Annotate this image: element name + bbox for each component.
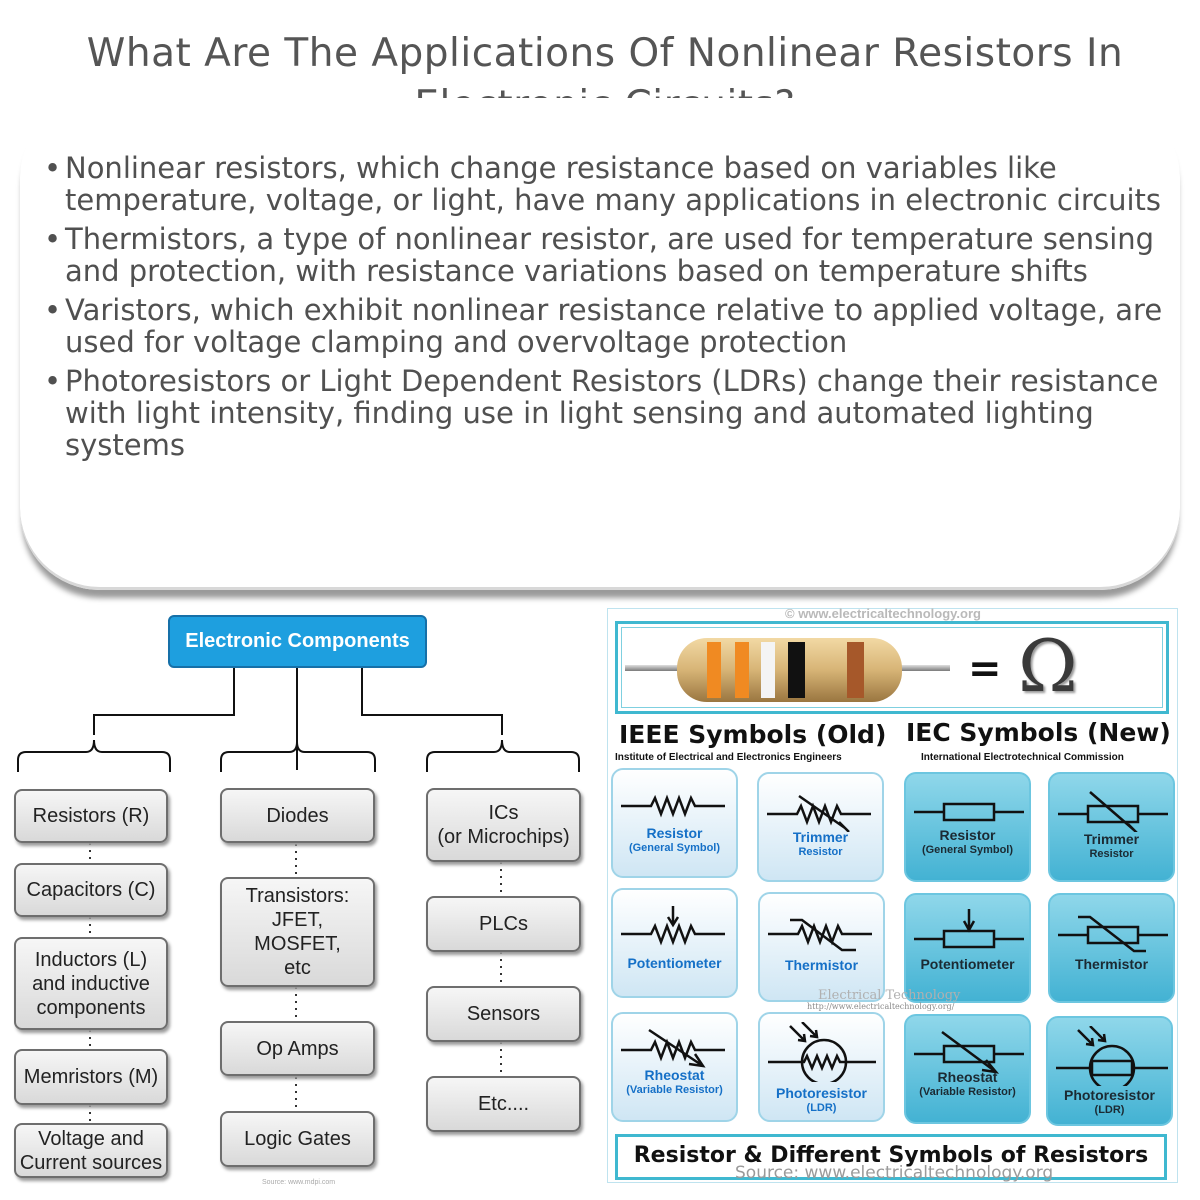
node-etc: Etc.... [426, 1076, 581, 1132]
tile-sub: Resistor [798, 846, 843, 858]
tile-sub: Resistor [1089, 848, 1134, 860]
ieee-rheostat-tile: Rheostat(Variable Resistor) [611, 1012, 738, 1122]
rheostat-symbol-icon [621, 1028, 725, 1068]
tile-name: Resistor [939, 827, 996, 843]
resistor-symbol-icon [621, 794, 725, 818]
tile-sub: (General Symbol) [921, 844, 1014, 856]
iec-resistor-tile: Resistor(General Symbol) [904, 772, 1031, 882]
components-tree-diagram: Electronic Components Resistors (R) Capa… [0, 600, 600, 1200]
tile-name: Trimmer [1083, 831, 1140, 847]
tile-sub: (LDR) [806, 1102, 837, 1114]
bullet-list: Nonlinear resistors, which change resist… [44, 152, 1169, 468]
ieee-title: IEEE Symbols (Old) [619, 720, 887, 749]
thermistor-symbol-icon [768, 918, 872, 952]
ieee-thermistor-tile: Thermistor [758, 892, 885, 1002]
equals-sign: = [968, 646, 1002, 692]
rheostat-block-icon [914, 1030, 1024, 1074]
omega-symbol: Ω [1018, 624, 1078, 708]
tree-source: Source: www.mdpi.com [262, 1179, 336, 1186]
node-inductors: Inductors (L) and inductive components [14, 937, 168, 1030]
potentiometer-block-icon [914, 909, 1024, 949]
bullet-item: Varistors, which exhibit nonlinear resis… [44, 294, 1169, 358]
node-diodes: Diodes [220, 788, 375, 843]
node-plcs: PLCs [426, 896, 581, 952]
resistor-image [625, 638, 950, 702]
tile-name: Rheostat [644, 1067, 705, 1083]
ieee-photoresistor-tile: Photoresistor(LDR) [758, 1012, 885, 1122]
watermark-url: http://www.electricaltechnology.org/ [807, 1002, 955, 1011]
photoresistor-block-icon [1056, 1026, 1168, 1086]
tile-sub: (Variable Resistor) [626, 1084, 723, 1096]
iec-photoresistor-tile: Photoresistor(LDR) [1046, 1016, 1173, 1126]
trimmer-block-icon [1058, 791, 1168, 832]
node-logic-gates: Logic Gates [220, 1111, 375, 1167]
node-ics: ICs (or Microchips) [426, 788, 581, 862]
tile-name: Rheostat [937, 1069, 998, 1085]
tile-sub: (Variable Resistor) [919, 1086, 1016, 1098]
tile-name: Photoresistor [1063, 1087, 1155, 1103]
watermark-middle: Electrical Technology [818, 988, 961, 1003]
iec-potentiometer-tile: Potentiometer [904, 893, 1031, 1003]
tile-name: Photoresistor [775, 1085, 867, 1101]
footer-source: Source: www.electricaltechnology.org [735, 1163, 1054, 1183]
iec-subtitle: International Electrotechnical Commissio… [921, 752, 1124, 763]
node-sensors: Sensors [426, 986, 581, 1042]
tile-name: Potentiometer [627, 955, 722, 971]
iec-thermistor-tile: Thermistor [1048, 893, 1175, 1003]
node-sources: Voltage and Current sources [14, 1123, 168, 1178]
bullet-item: Thermistors, a type of nonlinear resisto… [44, 223, 1169, 287]
thermistor-block-icon [1058, 915, 1168, 953]
bullet-item: Photoresistors or Light Dependent Resist… [44, 365, 1169, 461]
ieee-resistor-tile: Resistor(General Symbol) [611, 768, 738, 878]
iec-rheostat-tile: Rheostat(Variable Resistor) [904, 1014, 1031, 1124]
potentiometer-symbol-icon [621, 906, 725, 946]
ieee-subtitle: Institute of Electrical and Electronics … [615, 752, 842, 763]
tree-connectors [17, 668, 580, 1122]
resistor-block-icon [914, 802, 1024, 822]
ieee-potentiometer-tile: Potentiometer [611, 888, 738, 998]
bullet-item: Nonlinear resistors, which change resist… [44, 152, 1169, 216]
trimmer-symbol-icon [767, 794, 871, 832]
node-op-amps: Op Amps [220, 1021, 375, 1076]
photoresistor-symbol-icon [768, 1022, 876, 1082]
symbols-footer-title: Resistor & Different Symbols of Resistor… [633, 1143, 1149, 1168]
node-capacitors: Capacitors (C) [14, 863, 168, 917]
node-memristors: Memristors (M) [14, 1049, 168, 1105]
tile-name: Resistor [646, 825, 703, 841]
tile-name: Trimmer [792, 829, 849, 845]
watermark-top: © www.electricaltechnology.org [785, 606, 981, 621]
tile-name: Potentiometer [920, 956, 1015, 972]
iec-title: IEC Symbols (New) [906, 718, 1171, 747]
node-transistors: Transistors: JFET, MOSFET, etc [220, 877, 375, 987]
node-resistors: Resistors (R) [14, 789, 168, 843]
tile-name: Thermistor [1074, 956, 1149, 972]
symbols-footer-box [615, 1134, 1167, 1180]
tile-name: Thermistor [784, 957, 859, 973]
tile-sub: (LDR) [1094, 1104, 1125, 1116]
tile-sub: (General Symbol) [628, 842, 721, 854]
root-node: Electronic Components [168, 615, 427, 668]
